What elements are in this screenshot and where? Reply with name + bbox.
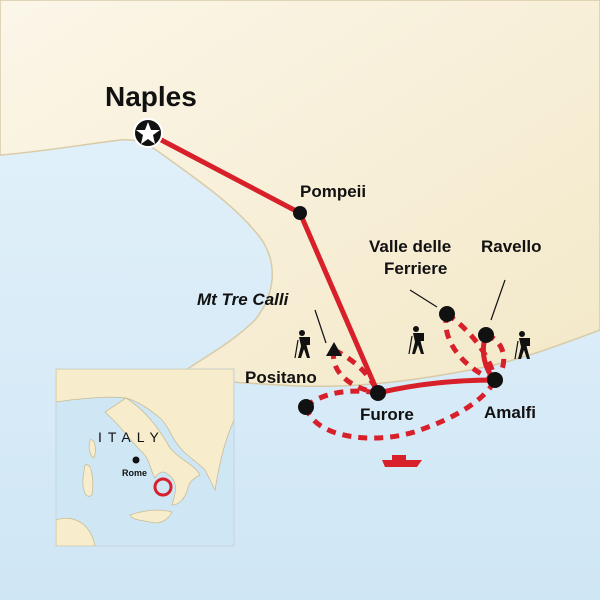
marker-rome <box>132 456 140 464</box>
marker-amalfi <box>487 372 503 388</box>
land-mainland <box>0 0 600 388</box>
label-mt-tre-calli: Mt Tre Calli <box>197 290 290 309</box>
route-furore-amalfi <box>375 377 498 396</box>
hiker-icon <box>408 326 424 355</box>
label-valle-1: Valle delle <box>369 237 451 256</box>
location-ring-icon <box>153 477 173 497</box>
marker-valle <box>439 306 455 322</box>
inset-label-italy: ITALY <box>98 429 165 445</box>
marker-positano <box>298 399 314 415</box>
label-amalfi: Amalfi <box>484 403 536 422</box>
markers <box>293 206 503 415</box>
marker-ravello <box>478 327 494 343</box>
inset-map: ITALY Rome <box>55 368 235 547</box>
marker-pompeii <box>293 206 307 220</box>
mountain-peak-icon <box>326 342 342 356</box>
label-positano: Positano <box>245 368 317 387</box>
inset-label-rome: Rome <box>122 468 147 478</box>
label-furore: Furore <box>360 405 414 424</box>
hiker-icon <box>514 331 530 360</box>
boat-icon <box>382 455 422 467</box>
boat-route-positano-amalfi <box>303 378 498 441</box>
label-valle-2: Ferriere <box>384 259 447 278</box>
leader-lines <box>314 279 506 344</box>
hiker-icon <box>294 330 310 359</box>
label-pompeii: Pompeii <box>300 182 366 201</box>
marker-furore <box>370 385 386 401</box>
label-naples: Naples <box>105 81 197 112</box>
label-ravello: Ravello <box>481 237 541 256</box>
star-icon <box>133 118 163 148</box>
trail-valle-2 <box>445 311 498 381</box>
